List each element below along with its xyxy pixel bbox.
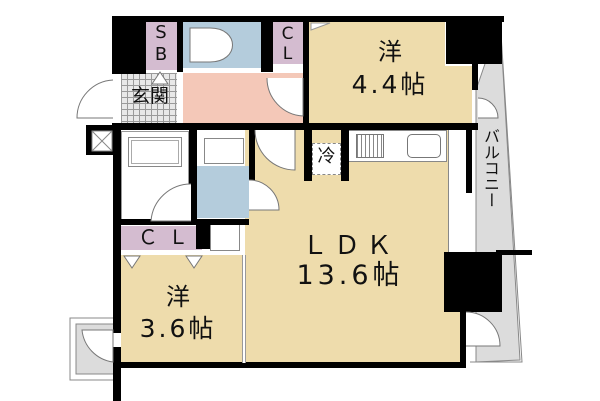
wall-bath-right <box>189 125 197 225</box>
label-balcony: バルコニー <box>481 128 500 208</box>
wall-right-upper <box>472 62 478 90</box>
storage-sb <box>145 22 177 70</box>
label-western-lower-size: 3.6帖 <box>139 314 217 343</box>
storage-cl-lower <box>120 226 202 250</box>
wall-fridge-right <box>341 125 349 181</box>
wall-corner-se <box>444 252 502 312</box>
stove-icon <box>356 134 384 158</box>
wall-cl-upper-left <box>261 22 273 72</box>
wall-left-top <box>112 16 146 74</box>
wall-fridge-left <box>304 125 312 181</box>
label-ldk-type: ＬＤＫ <box>301 231 398 261</box>
label-sb-s: S <box>155 22 167 43</box>
bathtub-inner-icon <box>131 140 179 164</box>
label-cl-upper-c: C <box>281 24 294 44</box>
storage-cl-upper <box>272 22 303 64</box>
bathtub-icon <box>128 137 182 167</box>
wall-right-lower <box>460 310 466 366</box>
kitchen-right-wall-white <box>448 130 466 260</box>
wall-right-kitchen <box>466 125 472 193</box>
room-western-lower <box>118 255 246 365</box>
wall-bottom <box>113 362 466 368</box>
label-cl-upper-l: L <box>282 44 293 64</box>
label-western-upper-type: 洋 <box>378 38 402 66</box>
toilet-room <box>183 22 261 68</box>
label-sb-b: B <box>154 44 168 65</box>
label-western-upper-size: 4.4帖 <box>351 70 429 99</box>
washing-machine-space <box>210 221 240 251</box>
washroom <box>197 166 249 218</box>
room-western-upper-ext <box>400 66 472 123</box>
vanity-sink-icon <box>204 138 244 164</box>
wall-balcony-divider <box>496 250 532 255</box>
wall-bath-left <box>113 125 121 401</box>
wall-bath-bottom <box>113 219 249 225</box>
wall-lower-room-left-break <box>113 333 121 347</box>
fridge-space <box>312 143 341 175</box>
label-fridge: 冷 <box>317 146 336 167</box>
wall-wash-right <box>249 125 255 185</box>
wall-mid-horizontal <box>112 123 478 130</box>
entrance-floor <box>121 73 177 123</box>
wall-cl-upper-right <box>303 22 309 124</box>
label-entrance: 玄関 <box>130 85 169 107</box>
label-western-lower-type: 洋 <box>166 283 190 311</box>
wall-toilet-divider <box>177 22 183 72</box>
wall-corner-ne <box>446 16 502 64</box>
label-cl-lower: Ｃ Ｌ <box>137 225 191 249</box>
kitchen-sink-icon <box>407 134 441 158</box>
wall-room-divider-lower <box>242 255 246 363</box>
label-ldk-size: 13.6帖 <box>296 260 404 291</box>
wall-cl-lower-block <box>196 219 210 249</box>
wall-ventilation-box <box>86 125 116 155</box>
corridor <box>183 73 305 125</box>
wall-top <box>118 16 504 22</box>
